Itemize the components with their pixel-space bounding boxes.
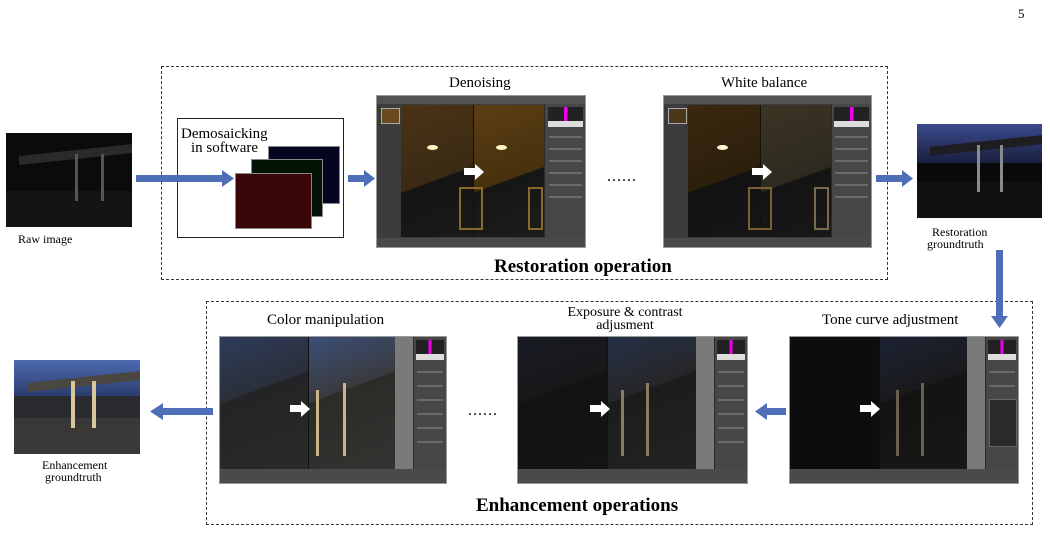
demosaic-label-line2: in software [191, 140, 259, 156]
restoration-section [161, 66, 888, 280]
step-label-denoising: Denoising [449, 75, 511, 91]
arrow-color-to-enhancement-gt [150, 403, 213, 420]
white-balance-window [663, 95, 872, 248]
tone-curve-window [789, 336, 1019, 484]
arrow-restoration-gt-down [991, 250, 1008, 328]
enhancement-groundtruth-image [14, 360, 140, 454]
arrow-raw-to-demosaic [136, 170, 234, 187]
raw-image [6, 133, 132, 227]
enhancement-groundtruth-label-line1: Enhancement [42, 458, 108, 472]
red-channel [235, 173, 312, 229]
step-label-color-manipulation: Color manipulation [267, 312, 385, 328]
step-label-tone-curve: Tone curve adjustment [822, 312, 959, 328]
arrow-tone-curve-to-exposure [755, 403, 786, 420]
exposure-contrast-window [517, 336, 748, 484]
raw-image-label: Raw image [18, 232, 73, 246]
arrow-demosaic-to-denoising [348, 170, 375, 187]
demosaic-label-line1: Demosaicking [181, 126, 268, 142]
denoising-window [376, 95, 586, 248]
restoration-title: Restoration operation [494, 256, 672, 277]
restoration-groundtruth-image [917, 124, 1042, 218]
restoration-ellipsis: ...... [607, 168, 637, 185]
step-label-white-balance: White balance [721, 75, 808, 91]
enhancement-title: Enhancement operations [476, 495, 679, 516]
restoration-groundtruth-label-line1: Restoration [932, 225, 988, 239]
color-manipulation-window [219, 336, 447, 484]
page-number: 5 [1018, 6, 1025, 21]
arrow-white-balance-to-groundtruth [876, 170, 913, 187]
restoration-groundtruth-label-line2: groundtruth [927, 237, 984, 251]
step-label-exposure-contrast: Exposure & contrast adjusment [567, 305, 683, 333]
enhancement-ellipsis: ...... [468, 402, 498, 419]
enhancement-groundtruth-label-line2: groundtruth [45, 470, 102, 484]
